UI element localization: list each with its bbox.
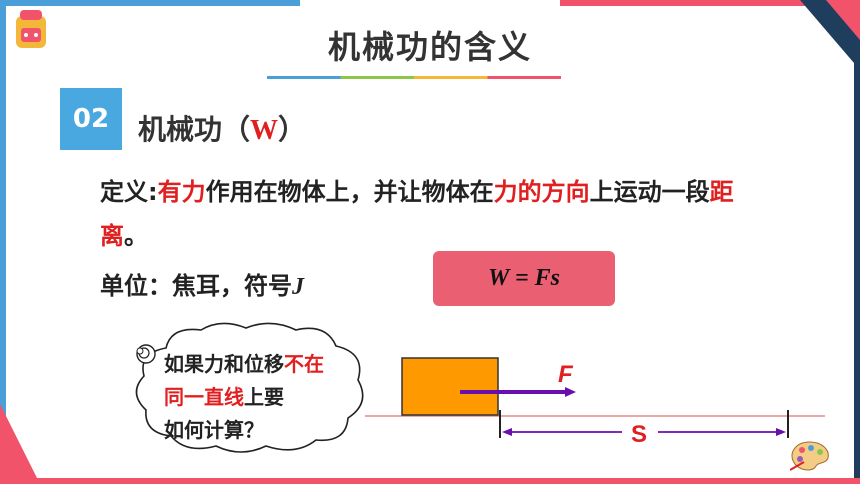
frame-left-bar	[0, 0, 6, 484]
distance-arrow-right	[776, 428, 786, 436]
title-underline	[267, 76, 561, 79]
page-title: 机械功的含义	[327, 28, 532, 66]
force-label: F	[558, 361, 574, 388]
frame-top-right	[560, 0, 860, 6]
force-arrow-head	[565, 387, 576, 397]
unit-label: 单位：焦耳，符号	[100, 272, 292, 300]
definition-text: 定义:有力作用在物体上，并让物体在力的方向上运动一段距离。	[100, 170, 760, 258]
question-part: 如果力和位移	[164, 352, 284, 376]
block	[401, 357, 499, 416]
paint-palette-icon	[790, 441, 829, 471]
distance-label: S	[631, 421, 647, 448]
question-part: 如何计算？	[164, 418, 264, 442]
section-heading-prefix: 机械功（	[138, 113, 251, 146]
section-heading: 机械功（W）	[138, 108, 306, 148]
unit-text: 单位：焦耳，符号J	[100, 266, 304, 301]
definition-part: 作用在物体上，并让物体在	[205, 178, 494, 206]
thought-bubble-shape	[135, 322, 364, 453]
definition-highlight: 距离	[100, 178, 734, 250]
backpack-icon	[16, 10, 46, 48]
frame-bottom-bar	[0, 478, 860, 484]
corner-decoration-top-right-accent	[826, 0, 860, 40]
question-highlight: 不在	[284, 352, 324, 376]
unit-symbol: J	[292, 274, 304, 300]
definition-part: 。	[124, 222, 148, 250]
definition-highlight: 力的方向	[493, 178, 590, 206]
question-text: 如果力和位移不在同一直线上要如何计算？	[164, 348, 364, 447]
definition-part: 定义:	[100, 178, 158, 206]
corner-decoration-bottom-left	[0, 404, 40, 484]
question-part: 上要	[244, 385, 284, 409]
definition-highlight: 有力	[157, 178, 206, 206]
work-formula: W = Fs	[433, 251, 615, 306]
force-distance-diagram: F S	[365, 357, 825, 448]
frame-right-bar	[854, 0, 860, 484]
section-heading-suffix: ）	[278, 113, 307, 146]
section-number-badge: 02	[60, 88, 122, 150]
section-heading-symbol: W	[250, 115, 279, 146]
question-highlight: 同一直线	[164, 385, 244, 409]
distance-arrow-left	[502, 428, 512, 436]
definition-part: 上运动一段	[589, 178, 710, 206]
frame-top-left	[0, 0, 300, 6]
